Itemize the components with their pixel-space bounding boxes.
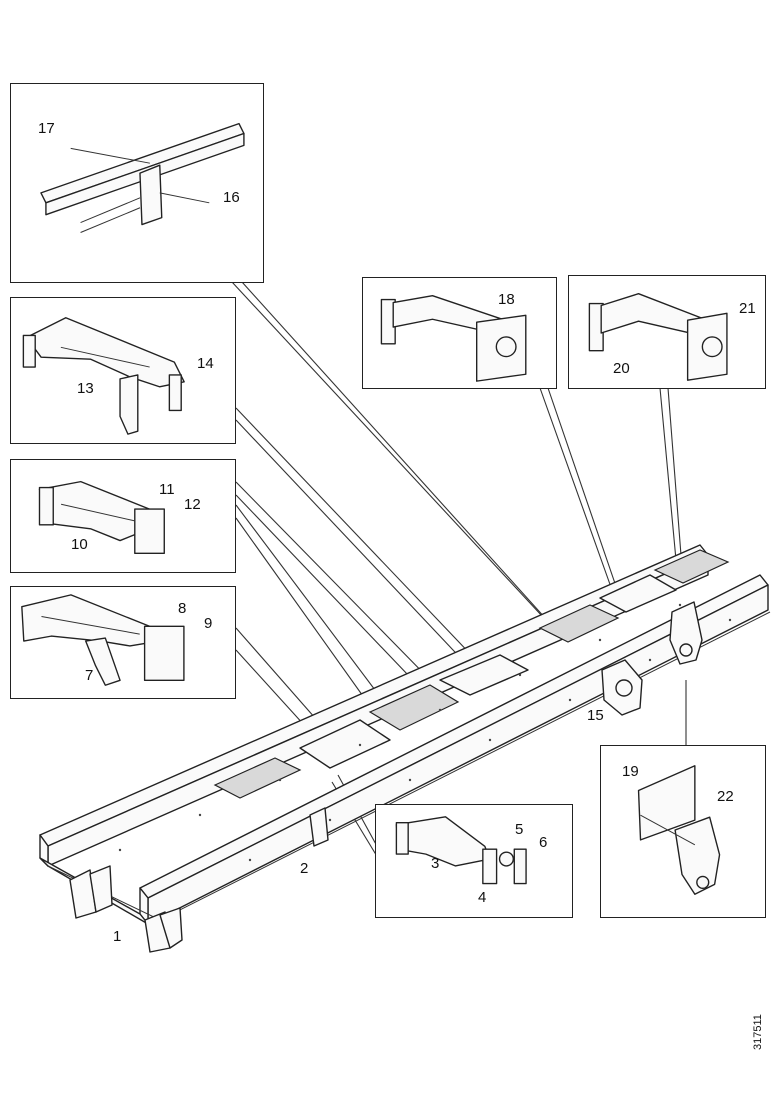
- callout-11: 11: [159, 481, 175, 498]
- callout-7: 7: [85, 667, 94, 684]
- callout-19: 19: [622, 763, 639, 780]
- inset-19-22: 19 22: [600, 745, 766, 918]
- front-hangers: [69, 865, 183, 953]
- inset-16-17-drawing: [40, 122, 245, 233]
- inset-16-17: 17 16: [10, 83, 264, 283]
- inset-10-11-12-drawing: [38, 480, 165, 555]
- inset-13-14: 13 14: [10, 297, 236, 444]
- inset-18: 18: [362, 277, 557, 389]
- callout-5: 5: [515, 821, 524, 838]
- callout-18: 18: [498, 291, 515, 308]
- inset-20-21-drawing: [588, 292, 728, 381]
- inset-20-21: 20 21: [568, 275, 766, 389]
- callout-2: 2: [300, 860, 309, 877]
- inset-3-4-5-6: 3 4 5 6: [375, 804, 573, 918]
- callout-17: 17: [38, 120, 55, 137]
- callout-12: 12: [184, 496, 201, 513]
- callout-4: 4: [478, 889, 487, 906]
- inset-19-22-drawing: [637, 765, 721, 895]
- rail-holes: [118, 603, 732, 862]
- callout-16: 16: [223, 189, 240, 206]
- leader-lines: [231, 281, 687, 859]
- callout-10: 10: [71, 536, 88, 553]
- rear-bracket: [669, 601, 703, 665]
- drawing-id: 317511: [752, 1014, 764, 1050]
- inset-13-14-drawing: [22, 317, 185, 435]
- callout-21: 21: [739, 300, 756, 317]
- frame-cross-members: [213, 549, 730, 799]
- callout-13: 13: [77, 380, 94, 397]
- inset-7-8-9-drawing: [21, 594, 185, 686]
- callout-3: 3: [431, 855, 440, 872]
- spring-hanger-15: [601, 659, 643, 716]
- callout-14: 14: [197, 355, 214, 372]
- callout-1: 1: [113, 928, 122, 945]
- inset-7-8-9: 7 8 9: [10, 586, 236, 699]
- hanger-2: [309, 807, 329, 847]
- callout-15: 15: [587, 707, 604, 724]
- callout-22: 22: [717, 788, 734, 805]
- inset-3-4-5-6-drawing: [395, 816, 527, 885]
- callout-9: 9: [204, 615, 213, 632]
- callout-20: 20: [613, 360, 630, 377]
- callout-8: 8: [178, 600, 187, 617]
- inset-10-11-12: 10 11 12: [10, 459, 236, 573]
- callout-6: 6: [539, 834, 548, 851]
- inset-18-drawing: [380, 294, 527, 382]
